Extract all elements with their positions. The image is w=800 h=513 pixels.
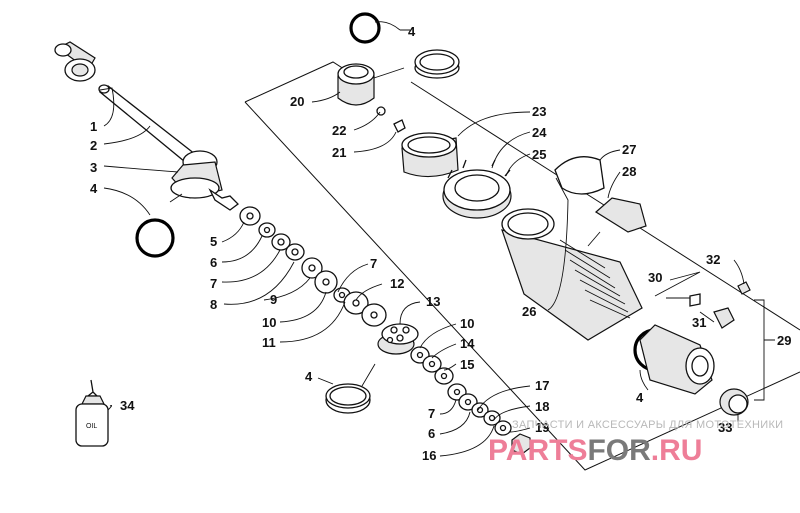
- shaft-body: [170, 150, 239, 211]
- eye-mount: [639, 324, 715, 395]
- piston: [377, 323, 419, 355]
- callouts: 1 2 3 4 5 6 7 8 9 10 11 7 12 13 10 14 15…: [90, 24, 791, 463]
- reservoir-cap: [337, 63, 375, 106]
- oil-bottle-label: OIL: [86, 423, 97, 430]
- nut: [511, 433, 531, 455]
- oring-left: [135, 218, 175, 258]
- shaft-rod: [98, 84, 202, 167]
- oring-top: [349, 12, 381, 44]
- bearing-cup: [401, 132, 459, 178]
- valve-fitting: [689, 293, 735, 329]
- callout-9: 9: [270, 292, 277, 307]
- callout-4: 4: [408, 24, 416, 39]
- adjuster-ring: [442, 159, 512, 219]
- oil-bottle: [75, 379, 109, 447]
- band-ring-lower: [325, 383, 371, 414]
- callout-26: 26: [522, 304, 536, 319]
- callout-29: 29: [777, 333, 791, 348]
- callout-31: 31: [692, 315, 706, 330]
- callout-23: 23: [532, 104, 546, 119]
- callout-24: 24: [532, 125, 547, 140]
- spring-body: [501, 208, 643, 341]
- callout-8: 8: [210, 297, 217, 312]
- valve-cap-32: [737, 281, 751, 295]
- watermark-brand-part1: PARTS: [488, 434, 587, 467]
- callout-4: 4: [636, 390, 644, 405]
- callout-16: 16: [422, 448, 436, 463]
- callout-22: 22: [332, 123, 346, 138]
- retainer-clip: [554, 156, 605, 195]
- band-ring-top: [414, 49, 460, 79]
- callout-4: 4: [90, 181, 98, 196]
- callout-10: 10: [460, 316, 474, 331]
- callout-19: 19: [535, 420, 549, 435]
- callout-33: 33: [718, 420, 732, 435]
- callout-15: 15: [460, 357, 474, 372]
- callout-12: 12: [390, 276, 404, 291]
- watermark-tagline: ЗАПЧАСТИ И АКСЕССУАРЫ ДЛЯ МОТОТЕХНИКИ: [512, 419, 783, 431]
- watermark-brand-part3: .RU: [651, 434, 703, 467]
- callout-34: 34: [120, 398, 135, 413]
- callout-14: 14: [460, 336, 475, 351]
- leader-lines: [99, 21, 775, 457]
- shim-stack-upper: [239, 206, 387, 327]
- callout-27: 27: [622, 142, 636, 157]
- callout-6: 6: [210, 255, 217, 270]
- callout-10: 10: [262, 315, 276, 330]
- callout-11: 11: [262, 335, 276, 350]
- shaft-cap: [54, 41, 96, 82]
- callout-17: 17: [535, 378, 549, 393]
- callout-25: 25: [532, 147, 546, 162]
- callout-4: 4: [305, 369, 313, 384]
- callout-6: 6: [428, 426, 435, 441]
- callout-3: 3: [90, 160, 97, 175]
- watermark-brand-part2: FOR: [587, 434, 651, 467]
- callout-7: 7: [370, 256, 377, 271]
- callout-1: 1: [90, 119, 97, 134]
- callout-21: 21: [332, 145, 346, 160]
- watermark: ЗАПЧАСТИ И АКСЕССУАРЫ ДЛЯ МОТОТЕХНИКИ PA…: [488, 419, 783, 467]
- watermark-brand: PARTSFOR.RU: [488, 434, 702, 467]
- callout-7: 7: [210, 276, 217, 291]
- bushing: [719, 388, 749, 416]
- valve-screw: [393, 119, 406, 133]
- callout-5: 5: [210, 234, 217, 249]
- callout-32: 32: [706, 252, 720, 267]
- callout-30: 30: [648, 270, 662, 285]
- callout-7: 7: [428, 406, 435, 421]
- callout-18: 18: [535, 399, 549, 414]
- callout-2: 2: [90, 138, 97, 153]
- bump-pad: [594, 197, 647, 233]
- callout-13: 13: [426, 294, 440, 309]
- callout-20: 20: [290, 94, 304, 109]
- callout-28: 28: [622, 164, 636, 179]
